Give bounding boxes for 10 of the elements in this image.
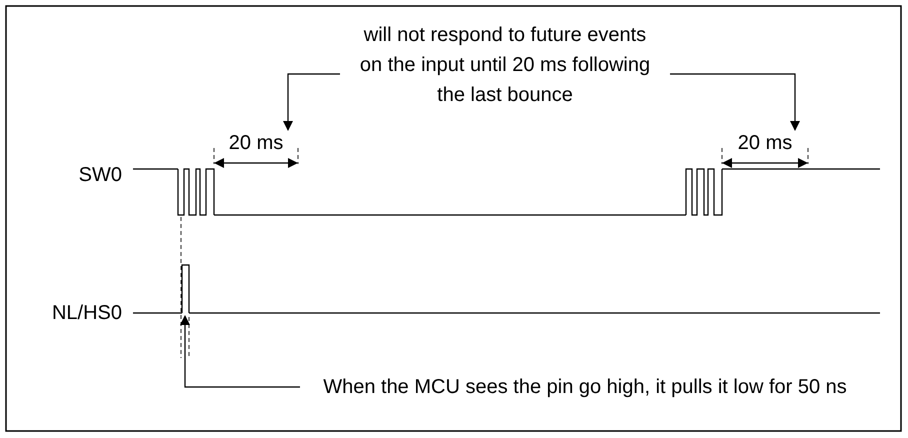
signal-name: NL/HS0: [50, 301, 122, 326]
pulse: [181, 264, 190, 313]
annotation-text: will not respond to future events on the input until 20 ms following the last bounce: [350, 20, 660, 110]
duration-label: 20 ms: [735, 128, 795, 158]
leader-line: [670, 73, 800, 131]
signal-name: SW0: [78, 163, 122, 188]
annotation-text: When the MCU sees the pin go high, it pulls it low for 50 ns: [295, 372, 875, 402]
duration-label: 20 ms: [226, 128, 286, 158]
leader-line: [180, 315, 300, 388]
leader-line: [283, 73, 340, 131]
